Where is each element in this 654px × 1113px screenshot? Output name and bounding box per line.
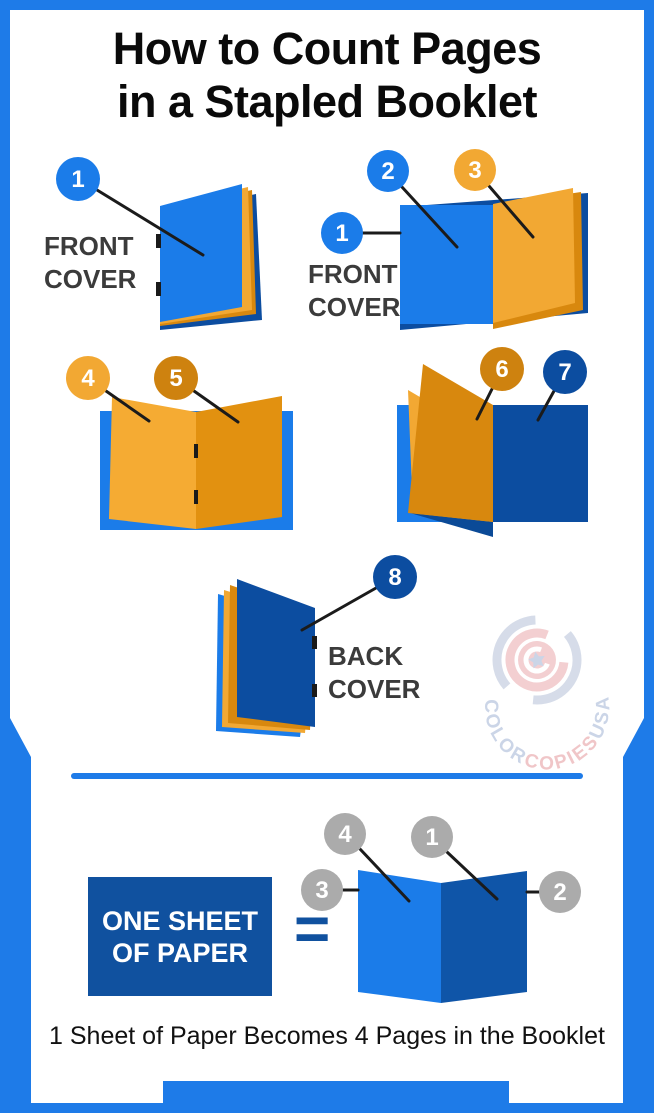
sheet-page1-badge	[411, 816, 453, 858]
equals-sign: =	[294, 895, 331, 964]
booklet4-page6-shape	[408, 364, 493, 522]
watermark-text: COLORCOPIESUSA	[477, 672, 628, 787]
page8-badge	[373, 555, 417, 599]
badge8-connector-line	[300, 586, 378, 632]
watermark-c-mark	[523, 646, 551, 674]
sheet-left-page-shape	[358, 870, 441, 1003]
page2-badge	[367, 150, 409, 192]
sheet-page4-badge	[324, 813, 366, 855]
booklet-open-pages-4-5: 4 5	[66, 356, 293, 530]
staple-icon	[312, 684, 317, 697]
staple-icon	[194, 490, 198, 504]
page5-badge-number: 5	[169, 365, 182, 392]
sheet-badge4-connector-line	[358, 847, 411, 903]
page3-badge	[454, 149, 496, 191]
booklet3-page5-shape	[196, 396, 282, 529]
page1-badge	[56, 157, 100, 201]
front-cover-label-line2: COVER	[44, 264, 137, 294]
sheet-page1-badge-number: 1	[425, 824, 438, 851]
booklet-open-pages-2-3: 2 3 1	[321, 149, 588, 330]
back-cover-label: BACK COVER	[328, 640, 420, 706]
staple-icon	[312, 636, 317, 649]
badge7-connector-line	[536, 389, 556, 422]
watermark-mid-ring	[505, 628, 569, 692]
booklet2-page2-shape	[400, 205, 493, 324]
page1-badge-number: 1	[71, 166, 84, 193]
badge2-connector-line	[400, 185, 459, 249]
page7-badge-number: 7	[558, 359, 571, 386]
front-cover-label: FRONT COVER	[44, 230, 136, 296]
bottom-caption: 1 Sheet of Paper Becomes 4 Pages in the …	[49, 1022, 605, 1050]
page-title: How to Count Pages in a Stapled Booklet	[10, 22, 644, 128]
page1-badge-open	[321, 212, 363, 254]
booklet2-page3-shape	[493, 188, 575, 323]
watermark-star-icon	[528, 651, 545, 669]
one-sheet-of-paper-box: ONE SHEET OF PAPER	[88, 877, 272, 996]
back-cover-label-line1: BACK	[328, 641, 404, 671]
sheet-page4-badge-number: 4	[338, 821, 352, 848]
front-cover-open-label-line1: FRONT	[308, 259, 398, 289]
front-cover-open-label: FRONT COVER	[308, 258, 400, 324]
badge4-connector-line	[104, 389, 151, 423]
page4-badge	[66, 356, 110, 400]
one-sheet-box-line1: ONE SHEET	[101, 905, 259, 936]
front-cover-open-label-line2: COVER	[308, 292, 401, 322]
badge3-connector-line	[487, 184, 535, 239]
watermark-outer-ring	[492, 615, 582, 705]
section-divider	[71, 773, 583, 779]
staple-icon	[194, 444, 198, 458]
sheet-page3-badge-number: 3	[315, 877, 328, 904]
colorcopiesusa-watermark: COLORCOPIESUSA	[477, 615, 628, 787]
page6-badge-number: 6	[495, 356, 508, 383]
page7-badge	[543, 350, 587, 394]
page-title-line2: in a Stapled Booklet	[116, 76, 538, 127]
booklet-front-cover-closed: 1	[56, 157, 262, 330]
booklet4-shadow-shape	[410, 513, 493, 537]
back-cover-label-line2: COVER	[328, 674, 421, 704]
page5-badge	[154, 356, 198, 400]
sheet-page2-badge	[539, 871, 581, 913]
booklet3-page4-shape	[109, 397, 196, 529]
page1-badge-open-number: 1	[335, 220, 348, 247]
folded-sheet-diagram: 4 1 3 2	[301, 813, 581, 1003]
page2-badge-number: 2	[381, 158, 394, 185]
page4-badge-number: 4	[81, 365, 95, 392]
sheet-page3-badge	[301, 869, 343, 911]
badge6-connector-line	[475, 387, 494, 421]
booklet5-back-cover-shape	[237, 579, 315, 727]
page3-badge-number: 3	[468, 157, 481, 184]
page6-badge	[480, 347, 524, 391]
sheet-badge1-connector-line	[445, 850, 499, 901]
front-cover-label-line1: FRONT	[44, 231, 134, 261]
page-title-line1: How to Count Pages	[112, 23, 542, 74]
booklet4-page7-shape	[493, 405, 588, 522]
booklet-open-pages-6-7: 6 7	[397, 347, 588, 537]
one-sheet-box-line2: OF PAPER	[111, 937, 248, 968]
page8-badge-number: 8	[388, 564, 401, 591]
sheet-page2-badge-number: 2	[553, 879, 566, 906]
staple-icon	[156, 234, 161, 248]
badge1-connector-line	[95, 188, 205, 257]
staple-icon	[156, 282, 161, 296]
badge5-connector-line	[192, 389, 240, 424]
sheet-right-page-shape	[441, 871, 527, 1003]
booklet-back-cover-closed: 8	[216, 555, 417, 737]
